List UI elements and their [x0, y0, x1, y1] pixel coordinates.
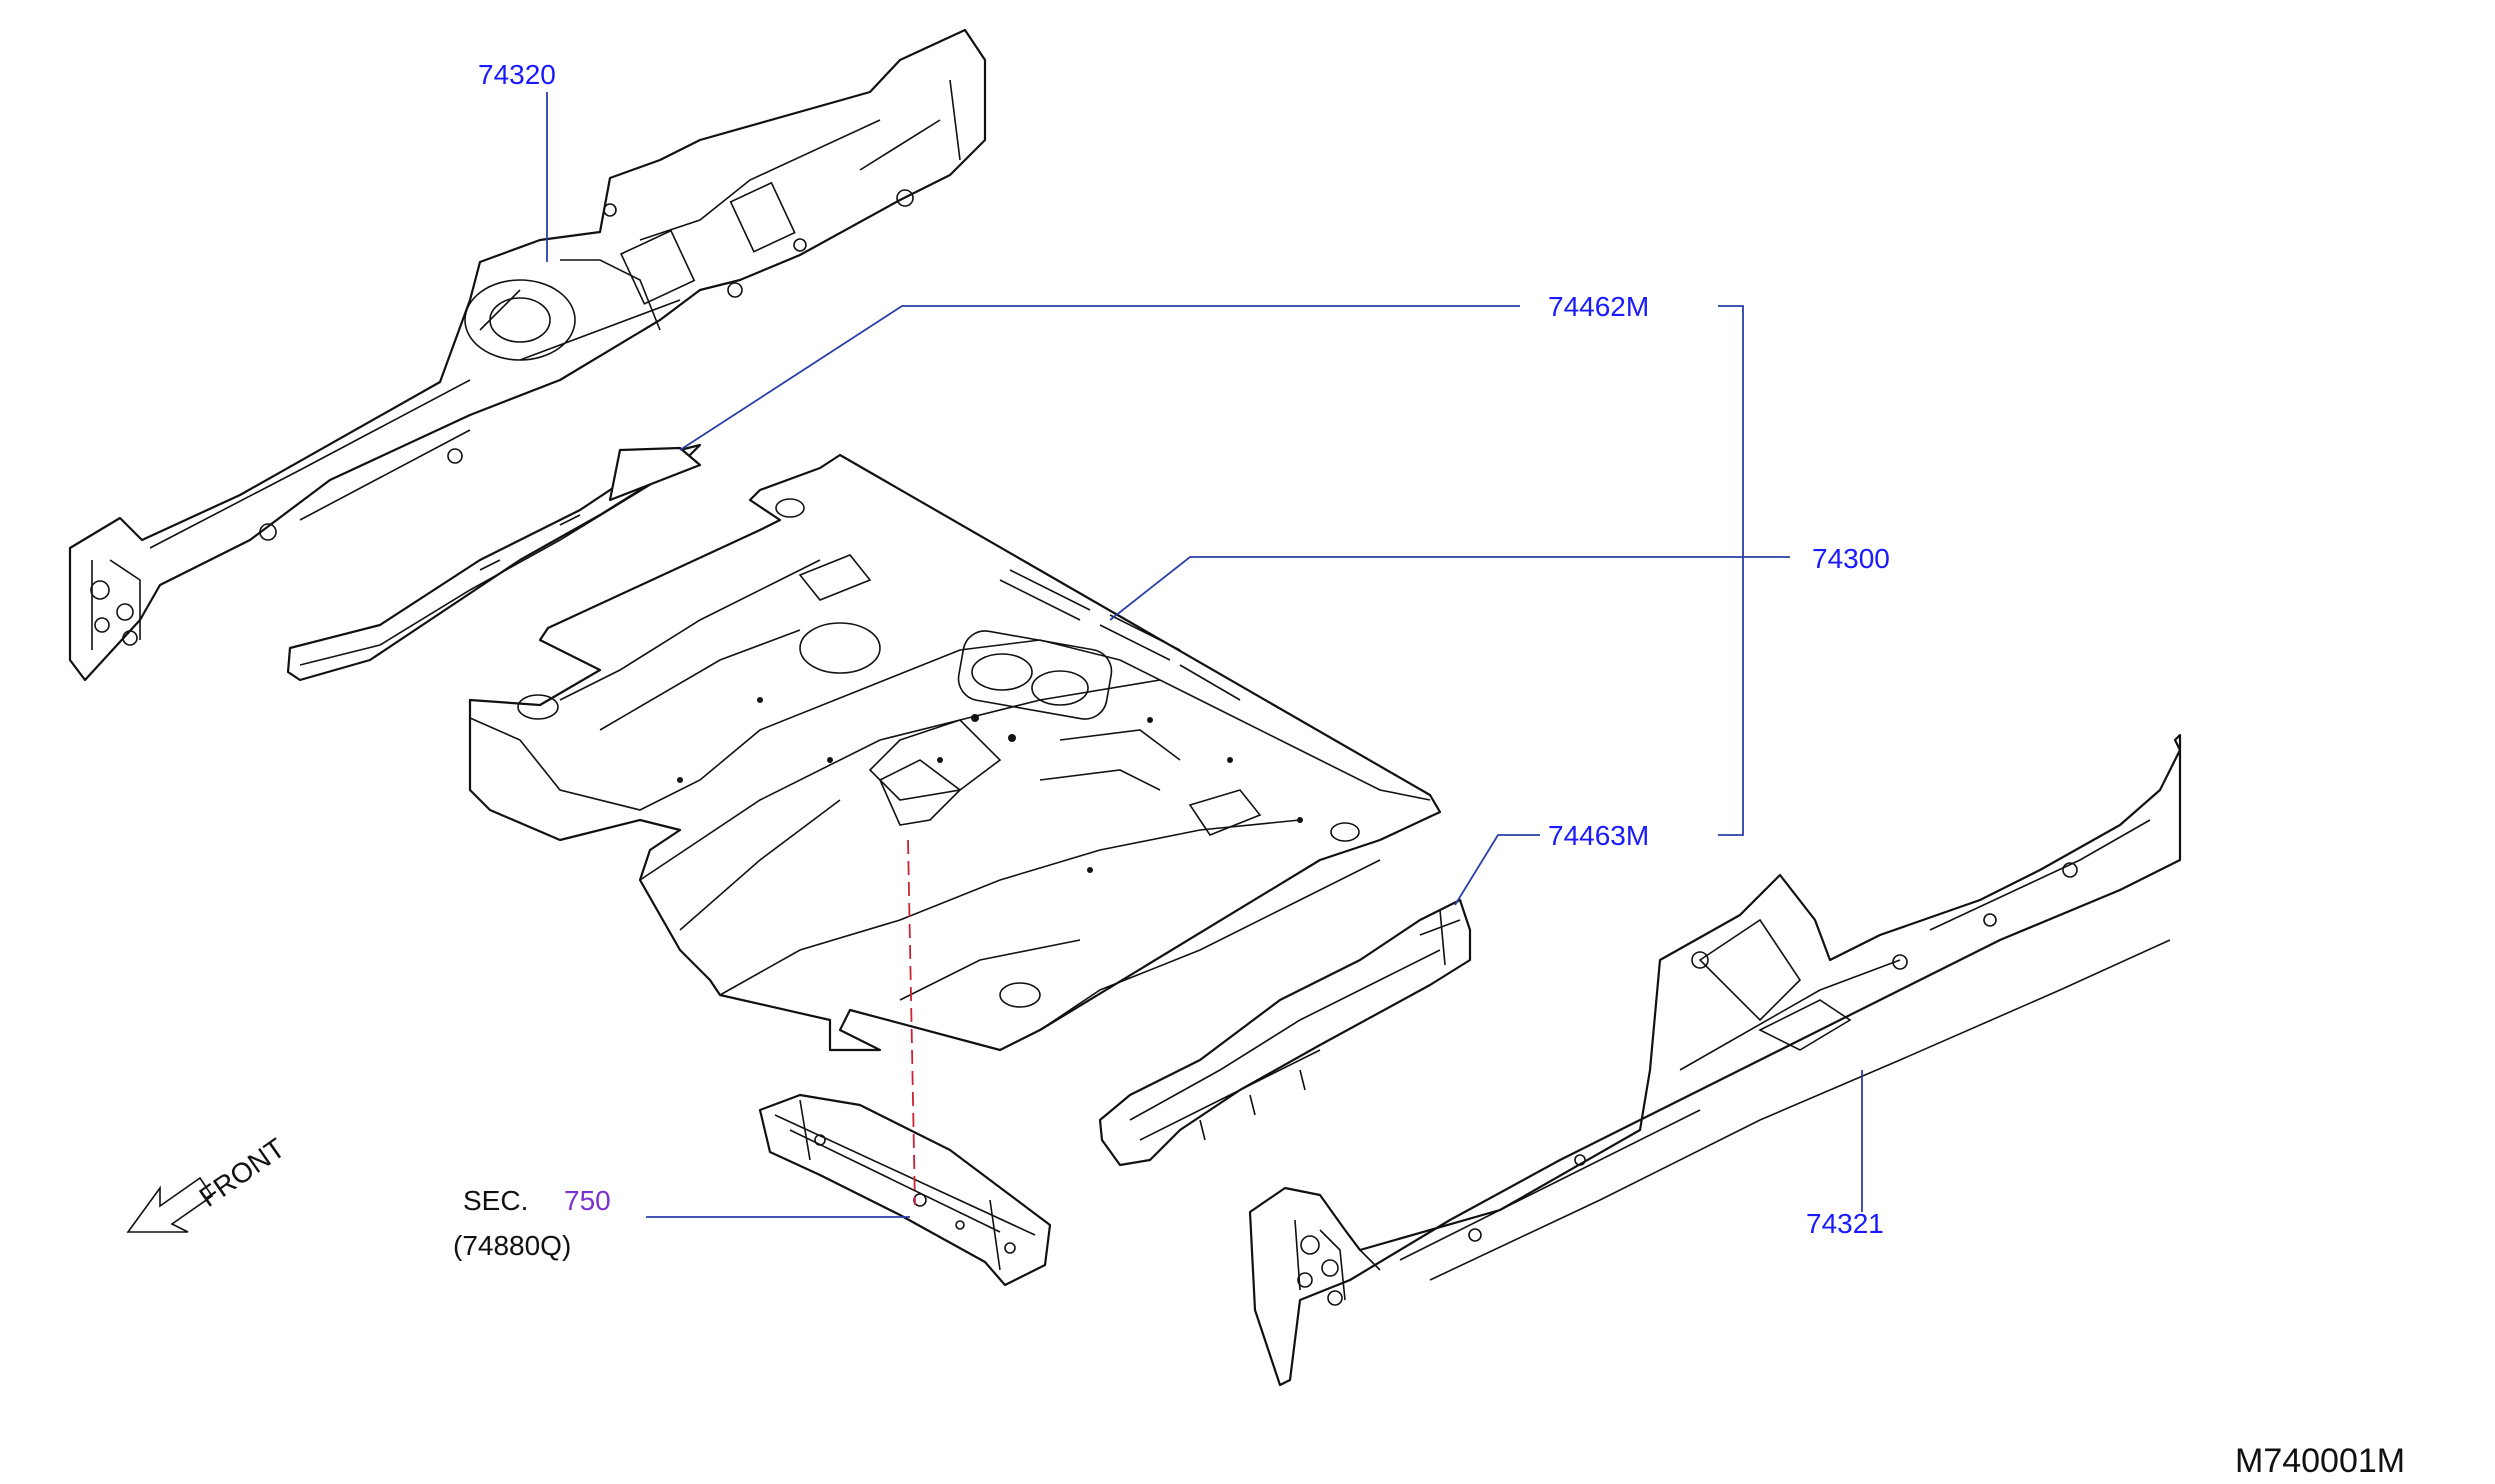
label-74320[interactable]: 74320 — [478, 59, 556, 90]
label-74300[interactable]: 74300 — [1812, 543, 1890, 574]
floor-panel-part[interactable] — [468, 453, 1442, 1052]
leader-bracket — [1718, 305, 1744, 836]
leader-74300 — [1109, 556, 1790, 621]
cross-member-part[interactable] — [758, 1093, 1052, 1287]
label-74321[interactable]: 74321 — [1806, 1208, 1884, 1239]
label-74462m[interactable]: 74462M — [1548, 291, 1649, 322]
label-74463m[interactable]: 74463M — [1548, 820, 1649, 851]
left-sill-part[interactable] — [68, 28, 987, 682]
diagram-code: M740001M — [2235, 1442, 2405, 1480]
label-front: FRONT — [194, 1132, 291, 1213]
inner-sill-right-part[interactable] — [1098, 898, 1472, 1167]
front-arrow-icon — [126, 1176, 214, 1233]
label-sec-part: (74880Q) — [453, 1230, 571, 1261]
alignment-dashed-line — [907, 839, 916, 1206]
leader-74462m — [679, 305, 1520, 451]
label-sec-750[interactable]: 750 — [564, 1185, 611, 1216]
right-sill-part[interactable] — [1248, 733, 2182, 1387]
label-sec-prefix: SEC. — [463, 1185, 528, 1216]
leader-74463m — [1454, 834, 1540, 906]
inner-sill-left-part[interactable] — [286, 443, 702, 682]
